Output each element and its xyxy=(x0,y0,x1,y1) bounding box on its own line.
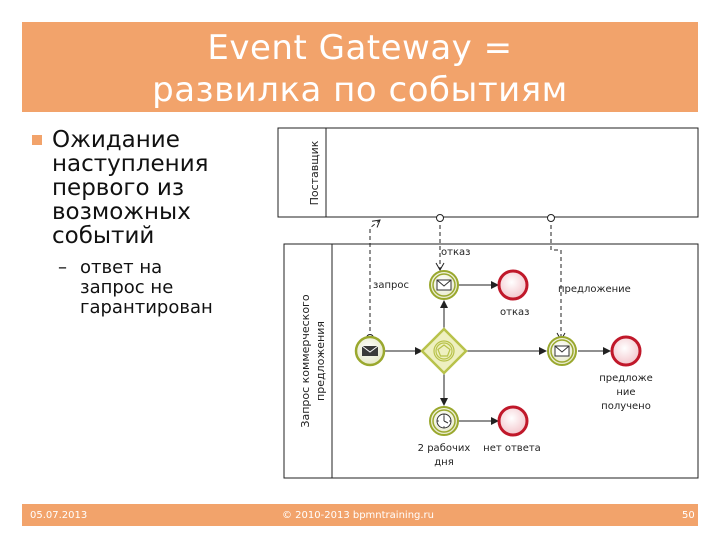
message-flow-request xyxy=(369,219,381,338)
label-offer: предложение xyxy=(558,284,631,295)
envelope-icon xyxy=(362,346,378,356)
bullet-main-line: первого из xyxy=(52,175,185,201)
bullet-main-line: событий xyxy=(52,223,155,249)
envelope-icon xyxy=(436,279,452,291)
intermediate-message-event-refusal xyxy=(429,270,459,300)
label-timer-1: 2 рабочих xyxy=(418,443,471,454)
start-message-event xyxy=(354,335,386,367)
pentagon-icon xyxy=(437,344,451,357)
bullet-sub-line: гарантирован xyxy=(80,297,213,318)
label-refusal-message: отказ xyxy=(441,247,470,258)
intermediate-timer-event xyxy=(429,406,459,436)
pool-process-label-1: Запрос коммерческого xyxy=(299,294,312,427)
label-offer-received-2: ние xyxy=(616,387,635,398)
label-refusal-end: отказ xyxy=(500,307,529,318)
bullet-main-line: Ожидание xyxy=(52,127,180,153)
title-bar: Event Gateway = развилка по событиям xyxy=(22,22,698,112)
pool-supplier: Поставщик xyxy=(277,127,699,218)
message-flow-offer-start xyxy=(547,214,555,222)
label-offer-received-1: предложе xyxy=(599,373,653,384)
bullet-sub-line: запрос не xyxy=(80,277,174,298)
message-flow-refusal-start xyxy=(436,214,444,222)
label-request: запрос xyxy=(373,280,409,291)
bullet-main-line: возможных xyxy=(52,199,191,225)
pool-process-label-2: предложения xyxy=(314,321,327,401)
label-timer-2: дня xyxy=(434,457,453,468)
footer-date: 05.07.2013 xyxy=(30,510,88,521)
event-based-gateway xyxy=(420,327,468,375)
bullet-list: Ожидание наступления первого из возможны… xyxy=(28,128,278,318)
end-event-refusal xyxy=(497,269,529,301)
page-number: 50 xyxy=(682,510,695,521)
footer-bar xyxy=(22,504,698,526)
bullet-dash: – xyxy=(58,257,67,278)
bullet-main: Ожидание наступления первого из возможны… xyxy=(28,128,278,248)
envelope-icon xyxy=(554,345,570,357)
bullet-main-line: наступления xyxy=(52,151,209,177)
title-line-1: Event Gateway = xyxy=(207,28,513,68)
footer-copyright: © 2010-2013 bpmntraining.ru xyxy=(282,510,435,521)
bullet-square-icon xyxy=(32,135,42,145)
intermediate-message-event-offer xyxy=(547,336,577,366)
end-event-offer-received xyxy=(610,335,642,367)
end-event-no-answer xyxy=(497,405,529,437)
sequence-flows xyxy=(384,281,611,425)
message-flow-offer xyxy=(550,218,566,342)
title-line-2: развилка по событиям xyxy=(152,70,568,110)
bullet-sub: – ответ на запрос не гарантирован xyxy=(28,258,278,318)
pool-supplier-label: Поставщик xyxy=(308,140,321,205)
bullet-sub-line: ответ на xyxy=(80,257,163,278)
label-offer-received-3: получено xyxy=(601,401,651,412)
label-no-answer: нет ответа xyxy=(483,443,541,454)
